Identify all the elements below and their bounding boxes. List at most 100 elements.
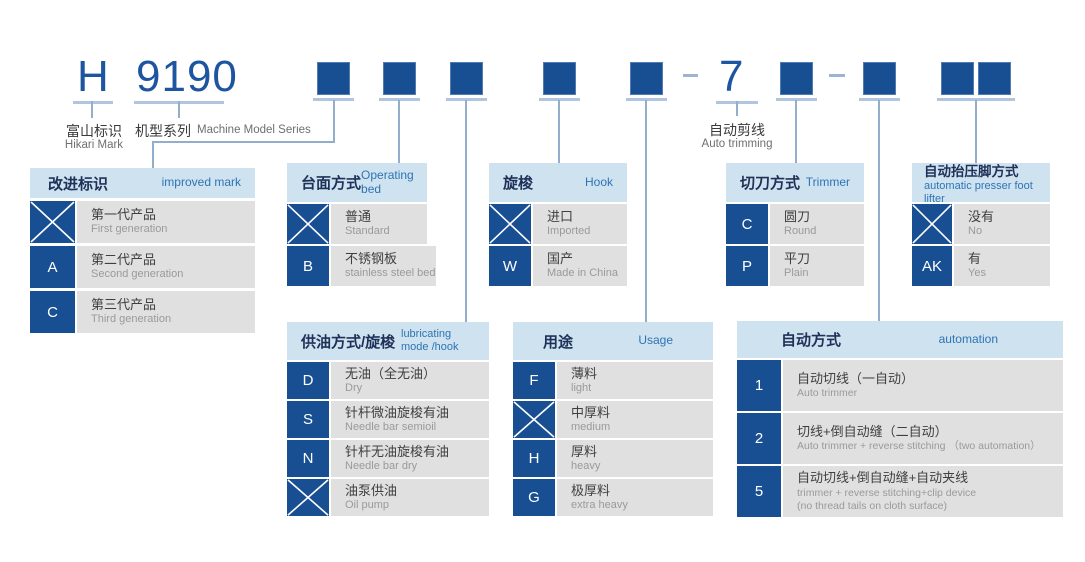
row-label-en: Made in China bbox=[547, 267, 618, 280]
row-label-zh: 国产 bbox=[547, 251, 574, 266]
row-key: C bbox=[726, 204, 768, 244]
connector-line bbox=[878, 100, 880, 321]
table-header: 台面方式 Operating bed bbox=[287, 163, 427, 202]
row-label-en: Auto trimmer + reverse stitching （two au… bbox=[797, 440, 1041, 453]
row-label-en2: (no thread tails on cloth surface) bbox=[797, 499, 947, 512]
underline bbox=[626, 98, 667, 101]
table-title-en: Usage bbox=[638, 333, 673, 348]
row-label-en: Dry bbox=[345, 381, 363, 394]
table-title-en: Hook bbox=[584, 174, 613, 189]
row-label-en: light bbox=[571, 381, 592, 394]
connector-line bbox=[333, 100, 335, 143]
underline bbox=[776, 98, 817, 101]
underline bbox=[313, 98, 354, 101]
position-square-lifter-1 bbox=[941, 62, 974, 95]
table-header: 用途 Usage bbox=[513, 322, 713, 360]
row-key: AK bbox=[912, 246, 952, 286]
row-key: H bbox=[513, 440, 555, 477]
row-label-en: First generation bbox=[91, 223, 168, 236]
row-label-en: Second generation bbox=[91, 268, 184, 281]
table-header: 自动方式 automation bbox=[737, 321, 1063, 358]
table-title-en: automatic presser foot lifter bbox=[924, 179, 1033, 205]
row-label-zh: 自动切线（一自动） bbox=[797, 370, 915, 386]
connector-line bbox=[736, 101, 738, 116]
row-label-zh: 极厚料 bbox=[571, 482, 611, 498]
position-square-trimmer bbox=[780, 62, 813, 95]
table-header: 切刀方式 Trimmer bbox=[726, 163, 864, 202]
row-label-en: stainless steel bed bbox=[345, 267, 436, 280]
connector-line bbox=[152, 141, 335, 143]
series-number: 9190 bbox=[136, 52, 238, 101]
row-label-zh: 没有 bbox=[968, 209, 995, 224]
row-label-en: Plain bbox=[784, 267, 809, 280]
table-title-en: automation bbox=[938, 331, 998, 346]
table-row: 2 切线+倒自动缝（二自动）Auto trimmer + reverse sti… bbox=[737, 413, 1063, 464]
table-title-zh: 供油方式/旋梭 bbox=[301, 333, 396, 351]
row-label-zh: 不锈钢板 bbox=[345, 251, 398, 266]
row-key: G bbox=[513, 479, 555, 516]
row-key: 2 bbox=[737, 413, 781, 464]
position-square-automation bbox=[863, 62, 896, 95]
connector-line bbox=[558, 100, 560, 163]
table-title-en: lubricating mode /hook bbox=[401, 328, 459, 353]
row-key: C bbox=[30, 291, 75, 333]
table-title-en: Operating bed bbox=[361, 167, 414, 196]
hikari-mark-label-zh: 富山标识 bbox=[66, 123, 122, 139]
underline bbox=[859, 98, 900, 101]
cross-mark-icon bbox=[287, 204, 329, 244]
connector-line bbox=[975, 100, 977, 163]
table-header: 改进标识 improved mark bbox=[30, 168, 255, 198]
auto-trimming-label-zh: 自动剪线 bbox=[709, 122, 765, 138]
row-label-en: Imported bbox=[547, 225, 591, 238]
row-label-zh: 第一代产品 bbox=[91, 207, 157, 222]
row-label-zh: 油泵供油 bbox=[345, 482, 398, 498]
row-label-en: Third generation bbox=[91, 313, 172, 326]
table-title-zh: 旋梭 bbox=[503, 175, 534, 192]
row-label-en: heavy bbox=[571, 459, 601, 472]
position-square-hook bbox=[543, 62, 576, 95]
underline bbox=[937, 98, 1015, 101]
row-key: A bbox=[30, 246, 75, 288]
row-label-en: medium bbox=[571, 420, 611, 433]
row-label-en: Auto trimmer bbox=[797, 387, 858, 400]
model-series-label-en: Machine Model Series bbox=[197, 124, 311, 136]
row-key: S bbox=[287, 401, 329, 438]
row-label-zh: 切线+倒自动缝（二自动） bbox=[797, 423, 948, 439]
underline bbox=[446, 98, 487, 101]
table-title-zh: 台面方式 bbox=[301, 175, 362, 192]
row-label-zh: 厚料 bbox=[571, 443, 598, 459]
underline bbox=[539, 98, 580, 101]
row-label-zh: 进口 bbox=[547, 209, 574, 224]
row-key: N bbox=[287, 440, 329, 477]
cross-mark-icon bbox=[30, 201, 75, 243]
connector-line bbox=[398, 100, 400, 163]
position-square-usage bbox=[630, 62, 663, 95]
position-square-operating-bed bbox=[383, 62, 416, 95]
cross-mark-icon bbox=[513, 401, 555, 438]
row-label-en: Yes bbox=[968, 267, 986, 280]
row-key: W bbox=[489, 246, 531, 286]
row-label-zh: 自动切线+倒自动缝+自动夹线 bbox=[797, 470, 969, 486]
row-label-zh: 针杆无油旋梭有油 bbox=[345, 443, 450, 459]
table-title-en: improved mark bbox=[161, 175, 241, 190]
position-square-lifter-2 bbox=[978, 62, 1011, 95]
connector-line bbox=[152, 141, 154, 168]
row-label-en: trimmer + reverse stitching+clip device bbox=[797, 486, 977, 499]
table-title-zh: 用途 bbox=[543, 333, 574, 351]
row-label-en: Needle bar semioil bbox=[345, 420, 437, 433]
row-label-zh: 无油（全无油） bbox=[345, 365, 437, 381]
table-row: 5 自动切线+倒自动缝+自动夹线 trimmer + reverse stitc… bbox=[737, 466, 1063, 517]
row-key: P bbox=[726, 246, 768, 286]
connector-line bbox=[178, 101, 180, 118]
cross-mark-icon bbox=[912, 204, 952, 244]
